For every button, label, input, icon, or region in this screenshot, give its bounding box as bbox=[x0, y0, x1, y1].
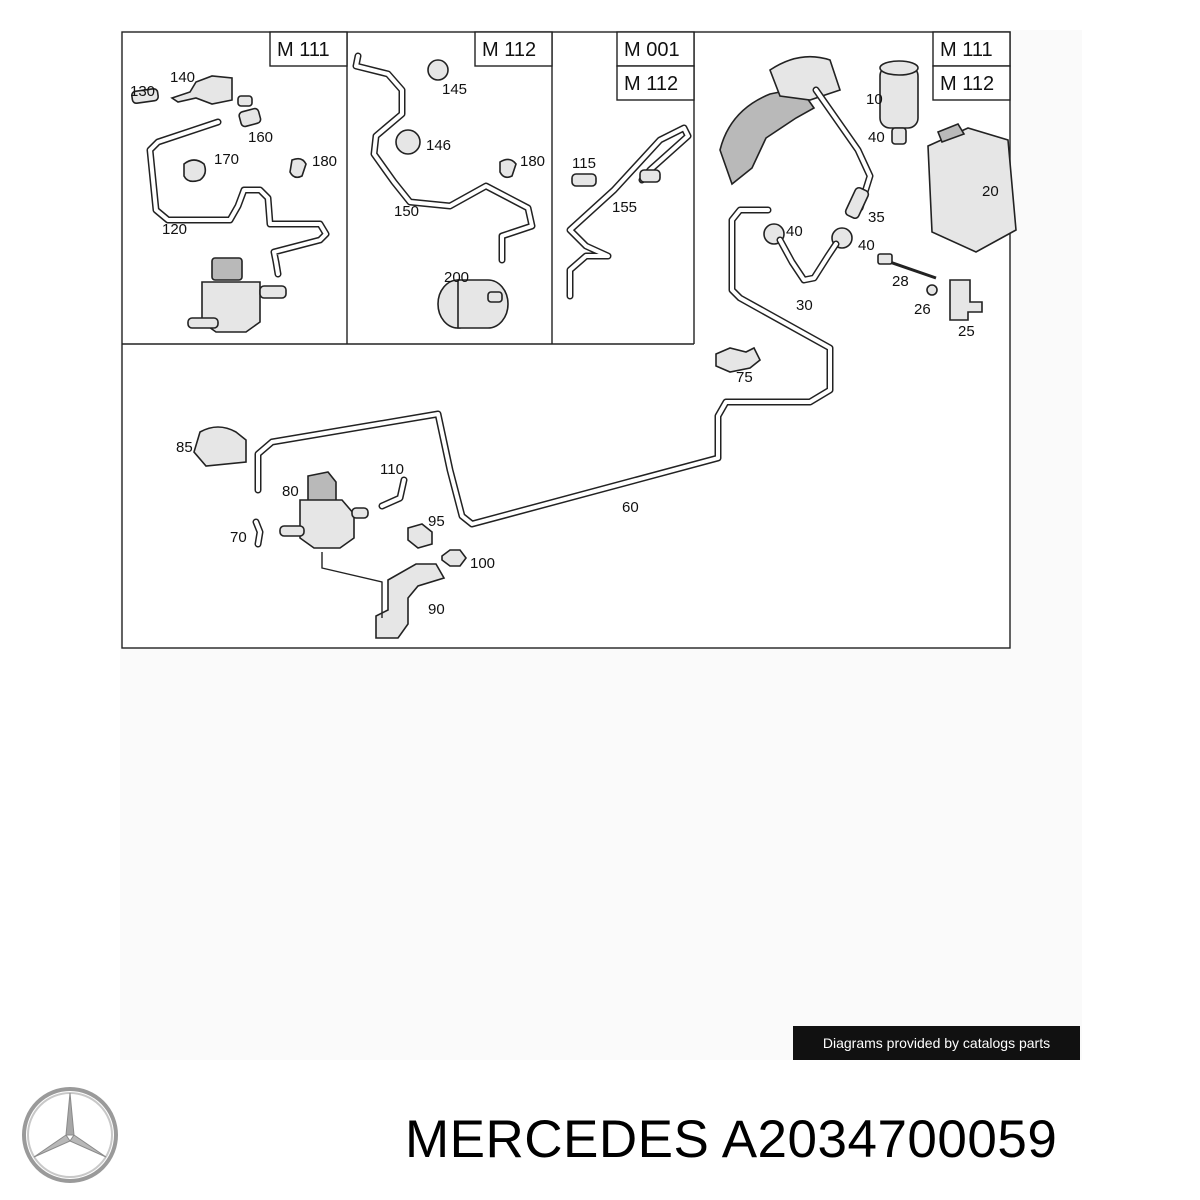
model-tag-box bbox=[616, 65, 695, 101]
sensor-housing-25 bbox=[949, 279, 983, 321]
model-tag: M 111 bbox=[940, 39, 993, 61]
filter-200 bbox=[457, 279, 509, 329]
model-tag: M 112 bbox=[940, 73, 994, 95]
callout-40: 40 bbox=[868, 129, 885, 146]
charcoal-canister-20 bbox=[927, 127, 1017, 253]
model-tag: M 112 bbox=[482, 39, 536, 61]
model-tag: M 112 bbox=[624, 73, 678, 95]
callout-120: 120 bbox=[162, 221, 187, 238]
check-valve-140 bbox=[170, 75, 233, 105]
clip-145 bbox=[427, 59, 449, 81]
hose-piece-160 bbox=[238, 107, 262, 128]
callout-140: 140 bbox=[170, 69, 195, 86]
purge-valve-cap bbox=[879, 60, 919, 76]
intake-hoses-10-assembly bbox=[719, 87, 816, 186]
diagram-credit-banner: Diagrams provided by catalogs parts bbox=[793, 1026, 1080, 1060]
callout-35: 35 bbox=[868, 209, 885, 226]
check-valve-nipple bbox=[237, 95, 253, 107]
seal-ring-26 bbox=[926, 284, 938, 296]
callout-130: 130 bbox=[130, 83, 155, 100]
model-tag: M 111 bbox=[277, 39, 330, 61]
switchover-valve-80-connector bbox=[307, 471, 337, 503]
bracket-90 bbox=[375, 563, 446, 639]
switchover-valve-80 bbox=[299, 499, 355, 549]
callout-20: 20 bbox=[982, 183, 999, 200]
callout-30: 30 bbox=[796, 297, 813, 314]
callout-100: 100 bbox=[470, 555, 495, 572]
callout-75: 75 bbox=[736, 369, 753, 386]
bracket-leader bbox=[321, 552, 383, 618]
model-tag-box bbox=[269, 31, 348, 67]
clip-95 bbox=[407, 523, 433, 549]
mercedes-star-logo bbox=[22, 1087, 118, 1183]
filter-200-port bbox=[487, 291, 503, 303]
bracket-clamp-85 bbox=[193, 426, 247, 467]
model-tag-box bbox=[932, 65, 1011, 101]
callout-40: 40 bbox=[786, 223, 803, 240]
switchover-valve-80-port bbox=[279, 525, 305, 537]
callout-90: 90 bbox=[428, 601, 445, 618]
callout-10: 10 bbox=[866, 91, 883, 108]
clip-180 bbox=[499, 158, 517, 179]
callout-155: 155 bbox=[612, 199, 637, 216]
callout-150: 150 bbox=[394, 203, 419, 220]
parts-diagram: M 111 M 112 M 001 M 112 M 111 M 112 bbox=[120, 30, 1082, 1060]
callout-60: 60 bbox=[622, 499, 639, 516]
callout-80: 80 bbox=[282, 483, 299, 500]
diagram-frame bbox=[121, 31, 1011, 649]
clip-180 bbox=[289, 157, 307, 179]
callout-26: 26 bbox=[914, 301, 931, 318]
callout-28: 28 bbox=[892, 273, 909, 290]
callout-85: 85 bbox=[176, 439, 193, 456]
hose-piece-130 bbox=[131, 87, 159, 105]
switchover-valve-connector bbox=[211, 257, 243, 281]
hose-connector-155 bbox=[639, 169, 661, 183]
clip-170 bbox=[183, 159, 207, 183]
sensor-28 bbox=[877, 253, 893, 265]
brand-name: MERCEDES bbox=[405, 1110, 710, 1169]
callout-95: 95 bbox=[428, 513, 445, 530]
charcoal-canister-port bbox=[936, 123, 966, 144]
callout-160: 160 bbox=[248, 129, 273, 146]
parts-diagram-svg: M 111 M 112 M 001 M 112 M 111 M 112 bbox=[121, 31, 1017, 649]
model-tag-box bbox=[474, 31, 553, 67]
part-number: A2034700059 bbox=[721, 1110, 1058, 1169]
switchover-valve-80-port bbox=[351, 507, 369, 519]
model-tag: M 001 bbox=[624, 39, 680, 61]
brand-part-number: MERCEDES A2034700059 bbox=[405, 1110, 1057, 1170]
callout-180: 180 bbox=[520, 153, 545, 170]
callout-115: 115 bbox=[572, 155, 596, 172]
purge-valve-port bbox=[891, 127, 907, 145]
throttle-housing bbox=[769, 55, 842, 101]
hose-piece-115 bbox=[571, 173, 597, 187]
callout-170: 170 bbox=[214, 151, 239, 168]
callout-70: 70 bbox=[230, 529, 247, 546]
switchover-valve-port bbox=[187, 317, 219, 329]
model-tag-box bbox=[932, 31, 1011, 67]
switchover-valve-port bbox=[259, 285, 287, 299]
callout-40: 40 bbox=[858, 237, 875, 254]
callout-180: 180 bbox=[312, 153, 337, 170]
hose-piece-35 bbox=[844, 186, 870, 220]
callout-110: 110 bbox=[380, 461, 404, 478]
clip-75 bbox=[715, 346, 762, 373]
callout-146: 146 bbox=[426, 137, 451, 154]
nut-100 bbox=[441, 549, 467, 567]
clip-146 bbox=[395, 129, 421, 155]
callout-200: 200 bbox=[444, 269, 469, 286]
callout-145: 145 bbox=[442, 81, 467, 98]
callout-25: 25 bbox=[958, 323, 975, 340]
